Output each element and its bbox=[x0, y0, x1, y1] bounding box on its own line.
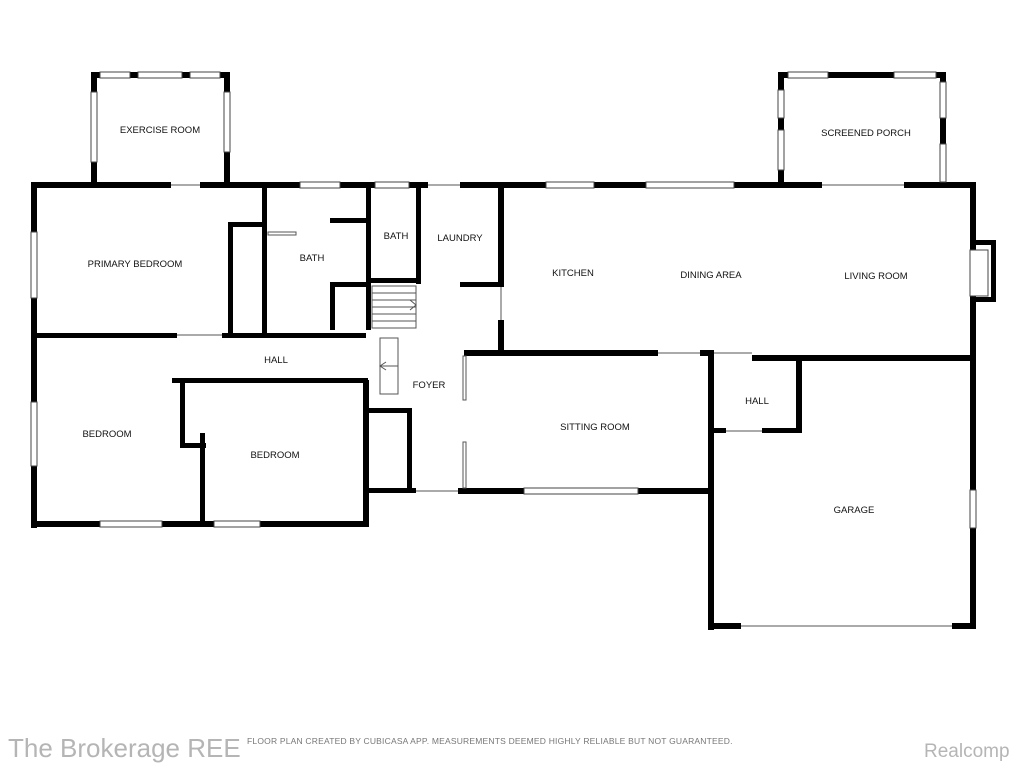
label-hall-east: HALL bbox=[745, 396, 769, 407]
label-dining-area: DINING AREA bbox=[680, 270, 742, 281]
label-exercise-room: EXERCISE ROOM bbox=[120, 125, 200, 136]
label-bath-small: BATH bbox=[384, 231, 409, 242]
label-foyer: FOYER bbox=[413, 380, 446, 391]
label-kitchen: KITCHEN bbox=[552, 268, 594, 279]
label-screened-porch: SCREENED PORCH bbox=[821, 128, 911, 139]
fixtures bbox=[171, 184, 952, 627]
label-laundry: LAUNDRY bbox=[437, 233, 483, 244]
label-living-room: LIVING ROOM bbox=[844, 271, 907, 282]
label-bath-main: BATH bbox=[300, 253, 325, 264]
label-hall-west: HALL bbox=[264, 355, 288, 366]
walls bbox=[31, 72, 996, 630]
realcomp-watermark: Realcomp bbox=[924, 741, 1010, 762]
label-garage: GARAGE bbox=[834, 505, 875, 516]
room-labels: EXERCISE ROOM SCREENED PORCH PRIMARY BED… bbox=[82, 125, 911, 516]
disclaimer-text: FLOOR PLAN CREATED BY CUBICASA APP. MEAS… bbox=[247, 736, 733, 746]
label-sitting-room: SITTING ROOM bbox=[560, 422, 630, 433]
brokerage-watermark: The Brokerage REE bbox=[8, 733, 241, 763]
label-bedroom-2: BEDROOM bbox=[250, 450, 299, 461]
label-bedroom-1: BEDROOM bbox=[82, 429, 131, 440]
label-primary-bedroom: PRIMARY BEDROOM bbox=[88, 259, 183, 270]
windows bbox=[30, 71, 989, 529]
